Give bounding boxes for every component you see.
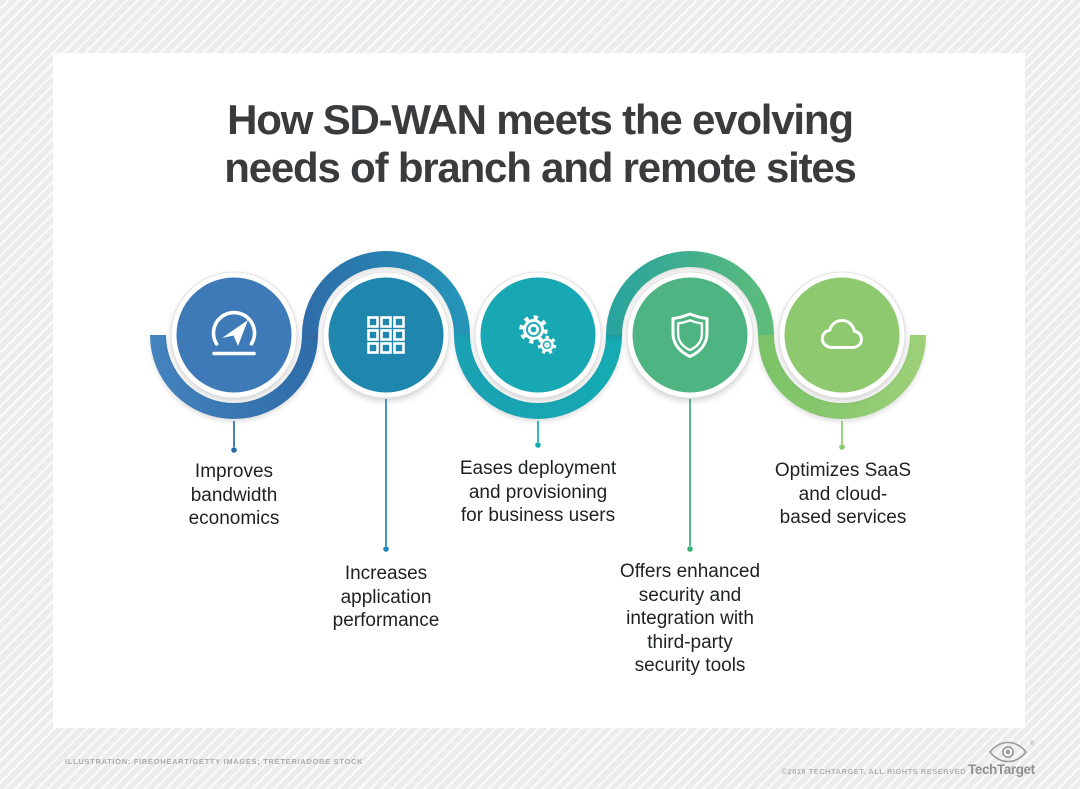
step-label-security: Offers enhanced security and integration… (619, 561, 761, 676)
connector-dot-2 (383, 546, 389, 552)
step-label-cloud: Optimizes SaaS and cloud- based services (774, 460, 912, 528)
step-5-cloud (778, 271, 906, 399)
step-1-bandwidth (170, 271, 298, 399)
step-label-bandwidth: Improves bandwidth economics (188, 461, 280, 529)
registered-trademark: ® (1030, 741, 1035, 747)
copyright-text: ©2018 TECHTARGET. ALL RIGHTS RESERVED (781, 767, 966, 776)
eye-icon (988, 741, 1028, 763)
step-label-deployment: Eases deployment and provisioning for bu… (459, 458, 617, 526)
step-circle-2 (328, 277, 444, 393)
wave-band-1 (150, 335, 318, 419)
page-title: How SD-WAN meets the evolving needs of b… (224, 96, 857, 191)
wave-band-2 (302, 251, 470, 335)
connector-dot-4 (687, 546, 693, 552)
techtarget-wordmark: TechTarget (968, 762, 1035, 777)
connector-dot-1 (231, 447, 237, 453)
step-circle-4 (632, 277, 748, 393)
techtarget-logo: ® TechTarget (966, 740, 1066, 786)
illustration-credit: ILLUSTRATION: FIREOHEART/GETTY IMAGES; T… (65, 757, 364, 766)
connector-dot-5 (839, 444, 845, 450)
connectors (231, 399, 845, 552)
speedometer-icon (211, 310, 257, 356)
shield-icon (671, 312, 709, 358)
wave-band-3 (454, 335, 622, 419)
grid-icon (367, 316, 405, 354)
step-circle-5 (784, 277, 900, 393)
step-4-security (626, 271, 754, 399)
gears-icon (519, 315, 557, 355)
connector-dot-3 (535, 442, 541, 448)
step-3-deployment (474, 271, 602, 399)
cloud-icon (820, 319, 863, 349)
wave-band-5 (758, 335, 926, 419)
wave-band-4 (606, 251, 774, 335)
wave-ribbon (150, 251, 926, 419)
step-label-application: Increases application performance (332, 563, 440, 631)
step-circle-3 (480, 277, 596, 393)
step-2-application (322, 271, 450, 399)
